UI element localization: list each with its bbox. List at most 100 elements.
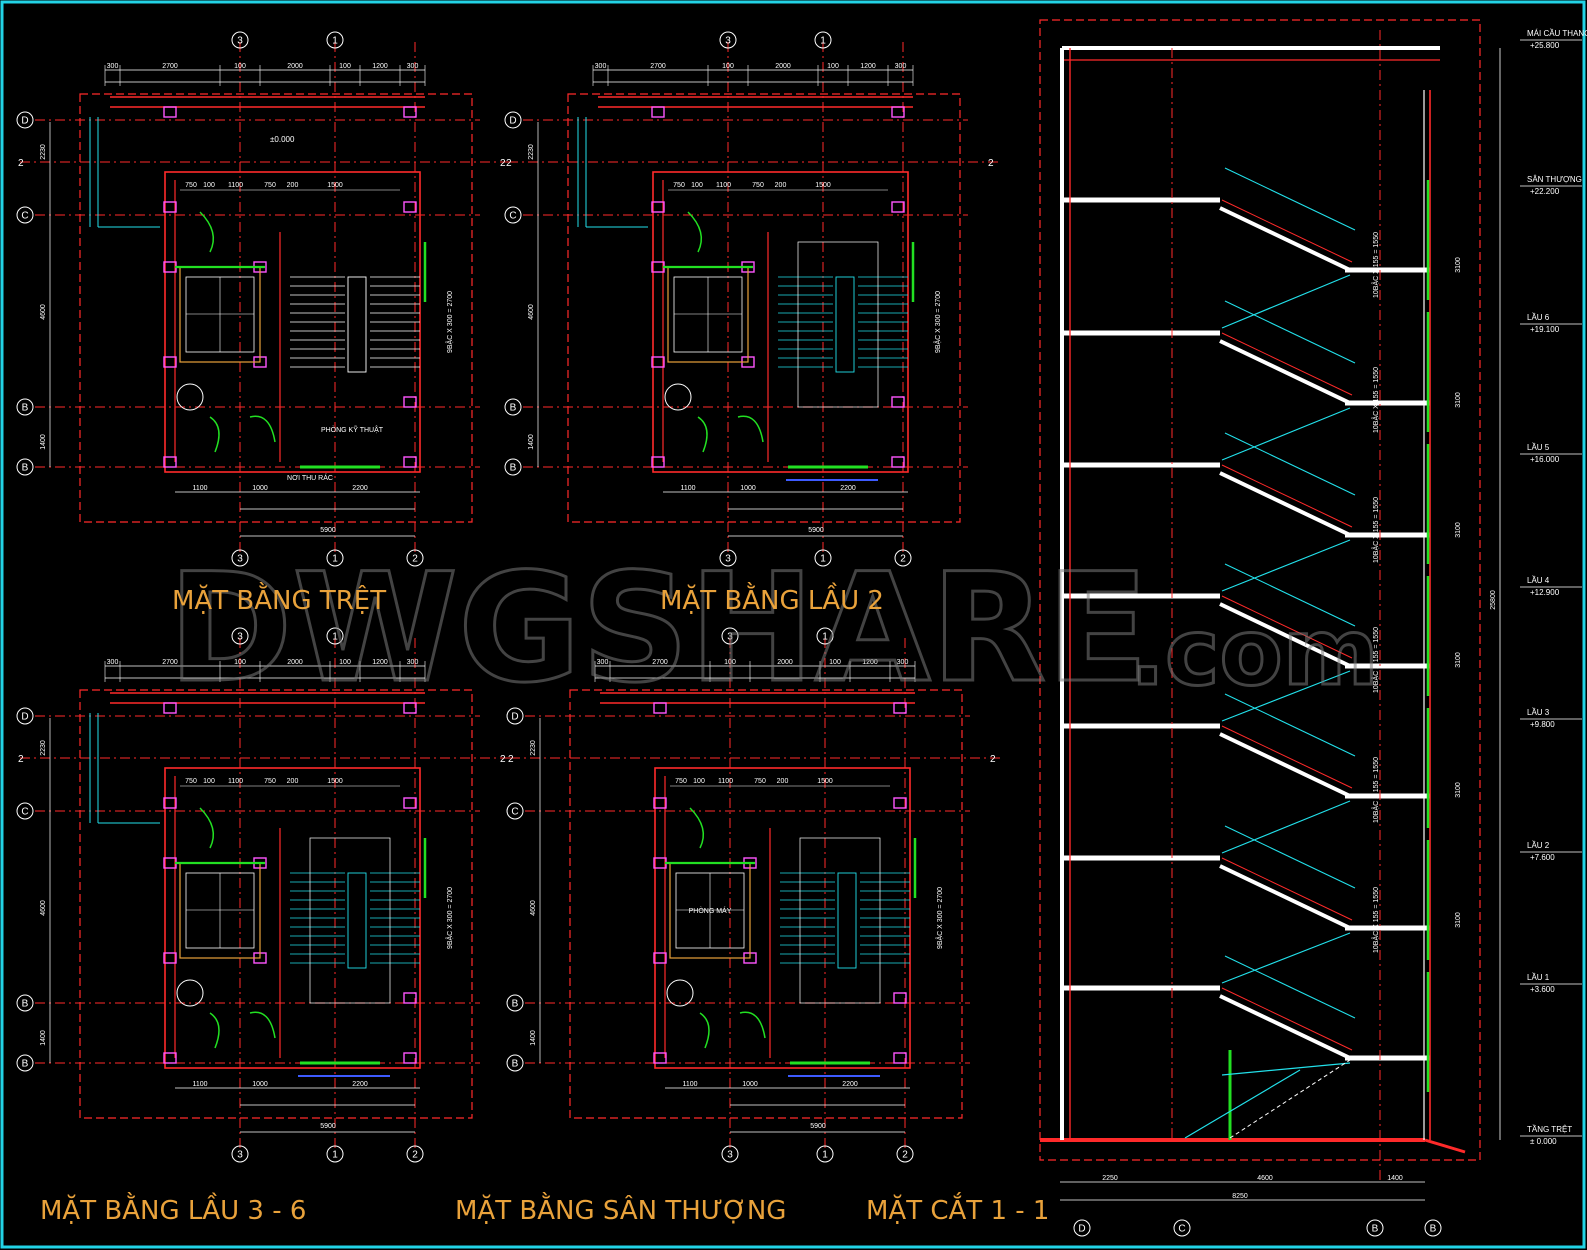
dim-top-value: 300 bbox=[107, 63, 119, 70]
dim-top-value: 100 bbox=[829, 659, 841, 666]
grid-bubble-3-top-label: 3 bbox=[725, 36, 731, 47]
dim-top-value: 100 bbox=[339, 659, 351, 666]
grid-bubble-1-bottom-label: 1 bbox=[820, 554, 826, 565]
dim-top-value: 1200 bbox=[860, 63, 876, 70]
dim-left-value: 1400 bbox=[40, 1030, 47, 1046]
room-label-tech: PHÒNG KỸ THUẬT bbox=[321, 425, 384, 434]
grid-bubble-3-bottom-label: 3 bbox=[237, 554, 243, 565]
column bbox=[653, 797, 667, 809]
section-dim-value: 4600 bbox=[1257, 1175, 1273, 1182]
column bbox=[893, 1052, 907, 1064]
dim-left-value: 4600 bbox=[40, 304, 47, 320]
dim-mid-value: 750 bbox=[673, 182, 685, 189]
dim-bottom-value: 1000 bbox=[742, 1081, 758, 1088]
grid-bubble-1-bottom bbox=[326, 549, 344, 567]
stair-flight-red bbox=[1221, 725, 1353, 789]
grid-bubble-row bbox=[16, 1054, 34, 1072]
dim-mid-value: 750 bbox=[185, 778, 197, 785]
axis-2-tag: 2 bbox=[18, 754, 24, 765]
column bbox=[893, 797, 907, 809]
level-name: LẦU 5 bbox=[1527, 442, 1550, 452]
column bbox=[651, 201, 665, 213]
plan-boundary bbox=[79, 93, 473, 523]
dim-left-value: 1400 bbox=[530, 1030, 537, 1046]
grid-bubble-3-top-label: 3 bbox=[237, 632, 243, 643]
door-swing bbox=[699, 1012, 710, 1049]
title-roof-plan: MẶT BẰNG SÂN THƯỢNG bbox=[455, 1191, 786, 1226]
column bbox=[403, 456, 417, 468]
stair-landing bbox=[309, 837, 391, 1004]
duct-circle bbox=[664, 383, 692, 411]
dim-bottom-value: 1000 bbox=[252, 485, 268, 492]
stair-note-section: 10BẬC X 155 = 1550 bbox=[1371, 757, 1380, 823]
level-name: SÂN THƯỢNG bbox=[1527, 175, 1582, 184]
grid-bubble-1-top bbox=[816, 627, 834, 645]
section-dim-value: 1400 bbox=[1387, 1175, 1403, 1182]
dim-mid-value: 100 bbox=[693, 778, 705, 785]
grid-bubble-row-label: B bbox=[512, 1059, 519, 1070]
axis-2-tag-right: 2 bbox=[500, 158, 506, 169]
axis-2-tag: 2 bbox=[18, 158, 24, 169]
stair-well bbox=[835, 276, 855, 373]
grid-bubble-2-bottom bbox=[896, 1145, 914, 1163]
dim-mid-value: 1100 bbox=[228, 778, 243, 785]
door-swing bbox=[199, 807, 215, 849]
stair-flight-red bbox=[1221, 595, 1353, 659]
dim-bottom-value: 2200 bbox=[352, 1081, 368, 1088]
floor-height: 3100 bbox=[1455, 912, 1462, 928]
axis-2-tag-right: 2 bbox=[990, 754, 996, 765]
stair-landing bbox=[799, 837, 881, 1004]
grid-bubble-3-top-label: 3 bbox=[727, 632, 733, 643]
floor-height: 3100 bbox=[1455, 782, 1462, 798]
grid-bubble-3-top bbox=[231, 31, 249, 49]
grid-bubble-row-label: D bbox=[21, 116, 28, 127]
column bbox=[403, 106, 417, 118]
stair-flight-cyan bbox=[1221, 274, 1351, 329]
dim-top-value: 100 bbox=[827, 63, 839, 70]
door-swing bbox=[249, 1011, 276, 1039]
stair-flight-red bbox=[1221, 857, 1353, 921]
grid-bubble-1-top bbox=[814, 31, 832, 49]
dim-total-width: 5900 bbox=[320, 1123, 336, 1130]
dim-left-value: 4600 bbox=[40, 900, 47, 916]
floor-height: 3100 bbox=[1455, 652, 1462, 668]
column bbox=[403, 396, 417, 408]
grid-bubble-row-label: B bbox=[510, 403, 517, 414]
column bbox=[403, 702, 417, 714]
grid-bubble-3-top bbox=[721, 627, 739, 645]
column bbox=[891, 106, 905, 118]
stair-well bbox=[837, 872, 857, 969]
stair-flight-down bbox=[1219, 471, 1351, 537]
dim-mid-value: 100 bbox=[203, 182, 215, 189]
grid-bubble-row bbox=[506, 802, 524, 820]
title-ground-plan: MẶT BẰNG TRỆT bbox=[172, 581, 386, 616]
dim-left-value: 4600 bbox=[528, 304, 535, 320]
level-name: TẦNG TRỆT bbox=[1527, 1124, 1572, 1134]
watermark-suffix: .com bbox=[1130, 599, 1379, 706]
floor-height: 3100 bbox=[1455, 257, 1462, 273]
column bbox=[893, 992, 907, 1004]
dim-top-value: 2000 bbox=[287, 63, 303, 70]
dim-left-value: 1400 bbox=[40, 434, 47, 450]
grid-bubble-row-label: C bbox=[21, 807, 28, 818]
dim-mid-value: 1100 bbox=[716, 182, 731, 189]
stair-note: 9BẬC X 300 = 2700 bbox=[933, 291, 942, 353]
grid-bubble-2-bottom bbox=[406, 549, 424, 567]
dim-mid-value: 1500 bbox=[327, 778, 343, 785]
section-boundary bbox=[1039, 19, 1481, 1161]
column bbox=[653, 952, 667, 964]
column bbox=[403, 992, 417, 1004]
dim-top-value: 300 bbox=[597, 659, 609, 666]
grid-bubble-row bbox=[506, 707, 524, 725]
section-grid-bubble bbox=[1366, 1219, 1384, 1237]
column bbox=[163, 797, 177, 809]
stair-flight-cyan bbox=[1221, 539, 1351, 592]
grid-bubble-row-label: B bbox=[22, 1059, 29, 1070]
level-value: +19.100 bbox=[1530, 325, 1560, 334]
dim-top-value: 100 bbox=[724, 659, 736, 666]
grid-bubble-3-bottom bbox=[231, 1145, 249, 1163]
dim-top-value: 300 bbox=[897, 659, 909, 666]
dim-top-value: 2000 bbox=[777, 659, 793, 666]
